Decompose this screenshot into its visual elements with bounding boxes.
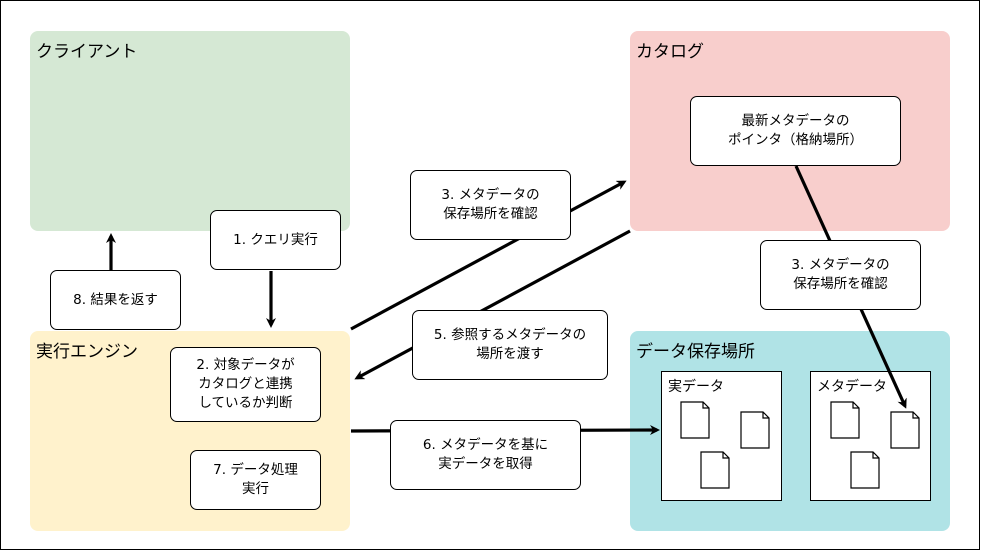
arrow-check-catalog [350,180,627,331]
arrow-pass-location [354,229,631,380]
step8-result-box: 8. 結果を返す [50,270,181,330]
latest-metadata-pointer-box: 最新メタデータの ポインタ（格納場所） [690,96,901,166]
step7-process-box: 7. データ処理 実行 [190,450,321,510]
step3-check-box-left: 3. メタデータの 保存場所を確認 [410,170,571,240]
storage-title: データ保存場所 [636,342,755,362]
document-icon [680,401,710,439]
document-icon [700,451,730,489]
step1-query-box: 1. クエリ実行 [210,210,341,270]
client-region: クライアント [30,31,350,231]
step5-pass-location-box: 5. 参照するメタデータの 場所を渡す [412,310,608,380]
document-icon [850,451,880,489]
step3-check-box-right: 3. メタデータの 保存場所を確認 [760,240,921,310]
engine-title: 実行エンジン [36,342,138,362]
document-icon [740,411,770,449]
step2-judge-box: 2. 対象データが カタログと連携 しているか判断 [170,347,321,422]
document-icon [890,411,920,449]
step6-fetch-box: 6. メタデータを基に 実データを取得 [390,420,581,490]
catalog-title: カタログ [636,42,704,62]
actual-data-label: 実データ [668,379,724,395]
client-title: クライアント [36,42,138,62]
metadata-label: メタデータ [817,379,887,395]
document-icon [830,401,860,439]
